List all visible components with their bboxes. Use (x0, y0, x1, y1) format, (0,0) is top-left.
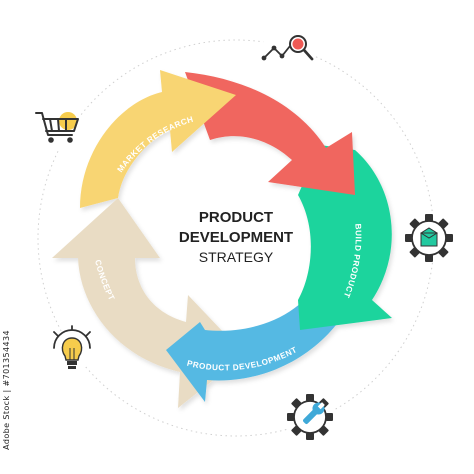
gear-wrench-icon (286, 393, 334, 441)
shopping-cart-icon (34, 101, 82, 149)
center-title: PRODUCT DEVELOPMENT STRATEGY (179, 209, 293, 265)
arrow-analysis (185, 72, 355, 195)
center-title-line2: DEVELOPMENT (179, 229, 293, 246)
center-title-line1: PRODUCT (199, 209, 273, 226)
arrow-build-product (298, 145, 392, 330)
arrow-market-research (80, 70, 236, 208)
magnifier-chart-icon (261, 24, 314, 76)
side-credit-text: Adobe Stock | #701354434 (2, 330, 11, 450)
lightbulb-gear-icon (50, 325, 94, 372)
cycle-arrows (52, 70, 392, 408)
gear-box-icon (405, 214, 453, 262)
center-title-line3: STRATEGY (199, 249, 274, 265)
